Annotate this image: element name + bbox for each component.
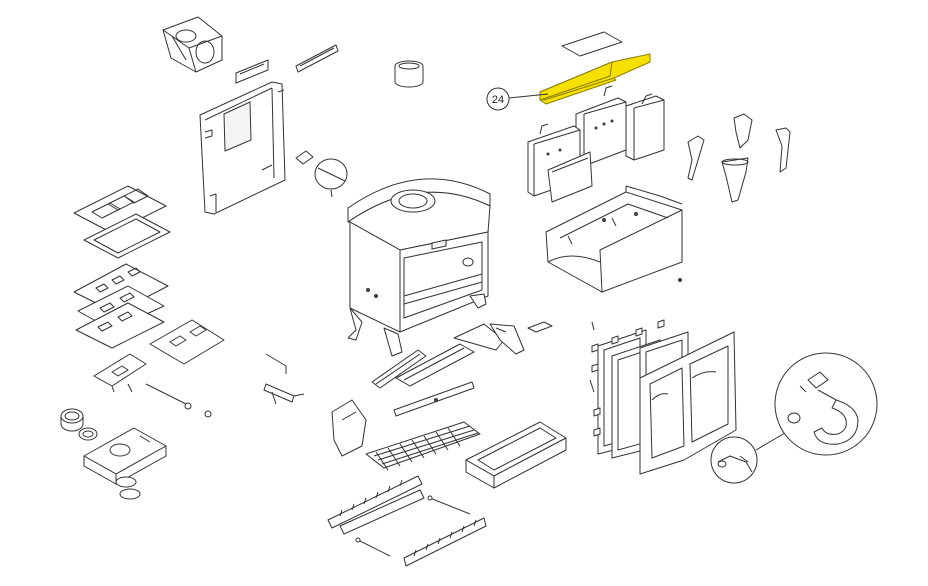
part-door-plate-3[interactable] [75, 302, 165, 349]
part-air-spigot[interactable] [60, 408, 84, 432]
part-door-frame[interactable] [639, 331, 737, 475]
part-allen-key[interactable] [265, 353, 287, 374]
part-air-ring[interactable] [78, 427, 98, 441]
part-grate-bars[interactable] [365, 421, 481, 471]
part-round-disc[interactable] [314, 158, 348, 198]
part-top-plate-long[interactable] [295, 44, 339, 73]
part-leg-rear-left[interactable] [687, 135, 705, 181]
part-gasket-ring[interactable] [115, 476, 141, 500]
part-baffle-highlighted[interactable] [539, 53, 651, 105]
part-rod-small-1[interactable] [355, 537, 391, 557]
part-glass-panel-1[interactable] [73, 185, 167, 234]
callout-24: 24 [486, 87, 549, 111]
part-stove-body[interactable] [347, 178, 491, 357]
part-throat-plate[interactable] [453, 323, 525, 355]
part-rack-strip-2[interactable] [339, 489, 425, 535]
part-leg-rear-right[interactable] [721, 157, 749, 203]
part-rack-strip-1[interactable] [327, 475, 423, 529]
part-air-box[interactable] [83, 427, 167, 485]
part-rear-brick[interactable] [625, 95, 665, 161]
part-top-plate-small[interactable] [235, 59, 269, 84]
part-door-clips[interactable] [589, 319, 665, 437]
part-glass-panel-2[interactable] [83, 213, 171, 259]
part-small-tag[interactable] [295, 150, 314, 165]
part-ashpan[interactable] [465, 421, 567, 489]
part-small-nut[interactable] [204, 410, 212, 418]
part-firebox-base[interactable] [545, 185, 683, 293]
callout-label: 24 [492, 94, 504, 106]
part-baffle-plate-top[interactable] [561, 31, 623, 57]
part-screw[interactable] [678, 278, 682, 282]
part-liner-tabs[interactable] [539, 85, 653, 135]
part-control-bracket[interactable] [93, 353, 147, 393]
part-handle-small[interactable] [710, 436, 758, 484]
part-rack-strip-3[interactable] [403, 517, 487, 567]
part-flue-box[interactable] [162, 16, 223, 73]
part-poker-tool[interactable] [263, 383, 305, 405]
part-flue-collar[interactable] [394, 60, 424, 88]
part-front-plate[interactable] [371, 349, 427, 389]
part-ashpan-lip[interactable] [393, 381, 475, 417]
part-riddle-plate[interactable] [149, 319, 225, 365]
part-handle-detail[interactable] [774, 352, 878, 456]
part-leg-front-right[interactable] [775, 127, 791, 173]
part-front-trim[interactable] [395, 343, 475, 387]
part-rod-small-2[interactable] [427, 495, 471, 515]
part-back-panel[interactable] [199, 81, 286, 215]
part-rod[interactable] [145, 383, 192, 410]
part-small-clip[interactable] [527, 321, 553, 333]
part-leg-front-left[interactable] [733, 113, 753, 149]
part-side-bracket[interactable] [331, 399, 367, 457]
part-front-brick[interactable] [547, 151, 593, 203]
